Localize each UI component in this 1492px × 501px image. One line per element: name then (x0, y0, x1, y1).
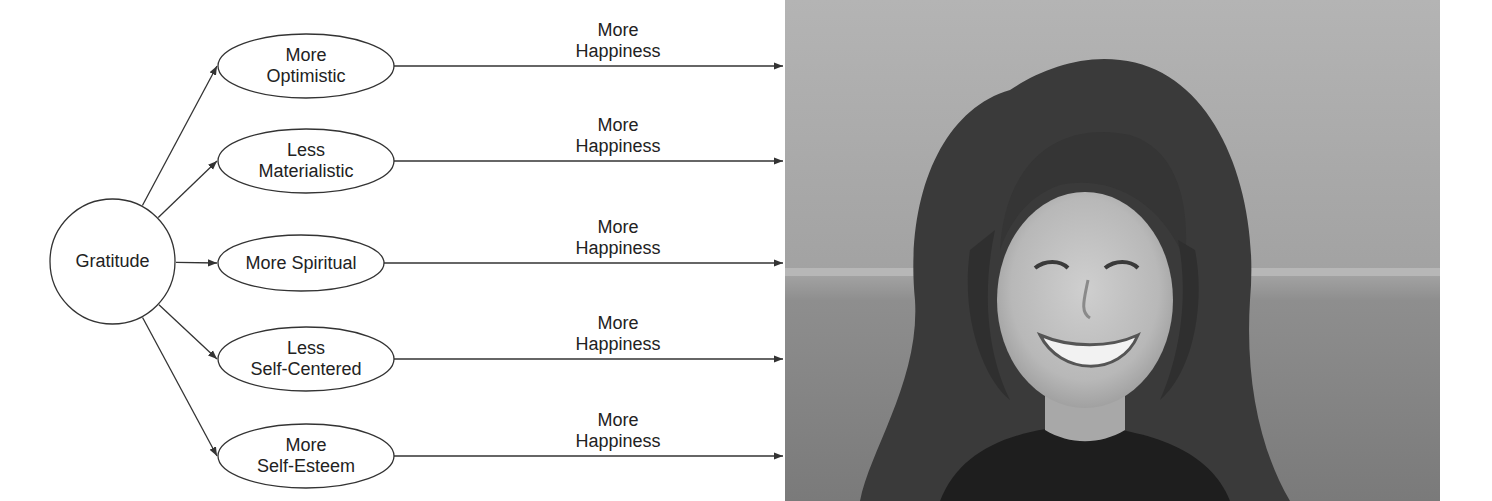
ellipse-node: More Spiritual (217, 234, 385, 292)
connector-arrow (142, 66, 217, 205)
ellipse-node: Less Materialistic (217, 128, 395, 194)
node-text: Less Self-Centered (247, 338, 365, 380)
connector-arrow (143, 317, 217, 456)
ellipse-node: More Optimistic (217, 33, 395, 99)
arrow-label: More Happiness (553, 115, 683, 157)
arrow-label: More Happiness (553, 217, 683, 259)
portrait-photo (785, 0, 1440, 501)
arrow-label: More Happiness (553, 313, 683, 355)
node-text: Less Materialistic (247, 140, 365, 182)
node-text: More Optimistic (247, 45, 365, 87)
ellipse-node: Less Self-Centered (217, 326, 395, 392)
node-text: Gratitude (75, 251, 149, 272)
happiness-arrows (371, 66, 783, 456)
ellipse-node: More Self-Esteem (217, 423, 395, 489)
arrow-label: More Happiness (553, 20, 683, 62)
circle-node: Gratitude (49, 198, 176, 325)
node-text: More Spiritual (245, 253, 356, 274)
connector-arrow (176, 262, 217, 264)
node-text: More Self-Esteem (247, 435, 365, 477)
connector-arrow (159, 305, 217, 359)
arrow-label: More Happiness (553, 410, 683, 452)
connector-arrow (158, 161, 217, 217)
